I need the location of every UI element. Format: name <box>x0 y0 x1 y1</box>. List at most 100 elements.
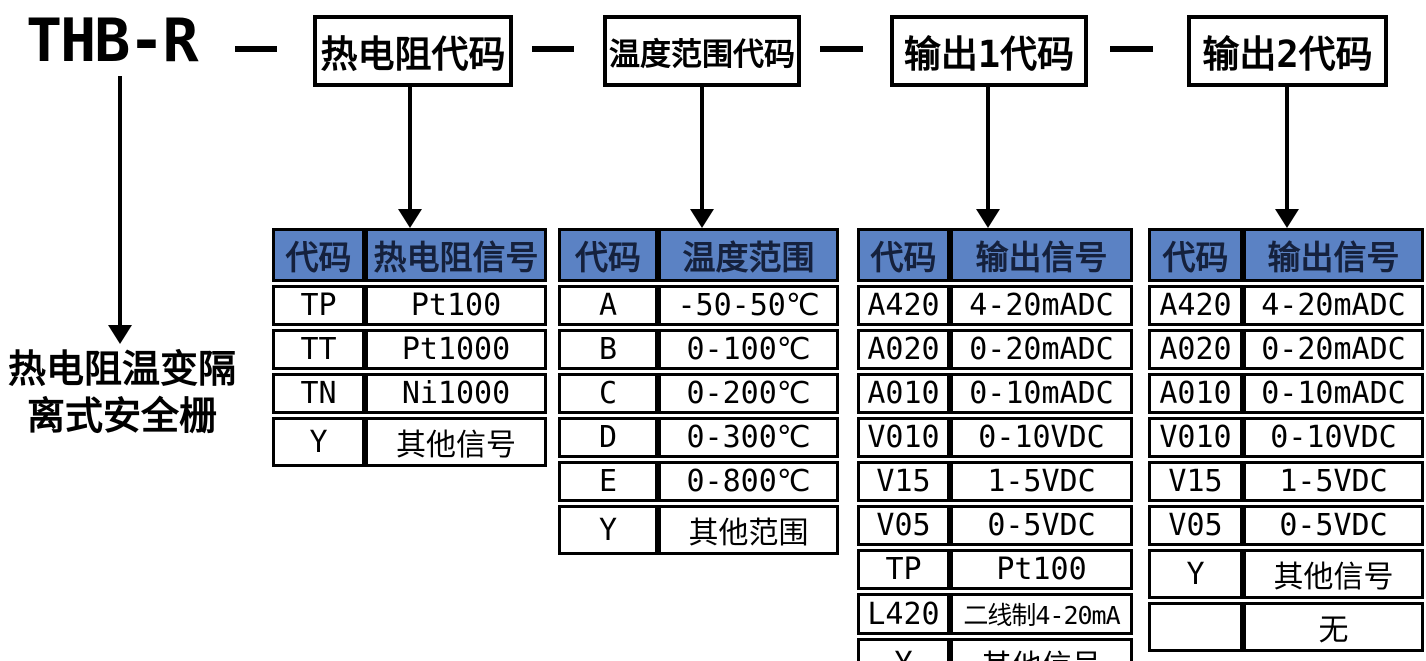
top-box-rtd-code: 热电阻代码 <box>313 15 513 87</box>
value-cell: 其他信号 <box>365 417 547 467</box>
table-header-row: 代码 热电阻信号 <box>272 228 547 282</box>
value-cell: Pt1000 <box>365 329 547 370</box>
arrow-down-output1 <box>976 86 1000 228</box>
table-header-row: 代码 输出信号 <box>857 228 1133 282</box>
arrow-head-icon <box>398 209 422 228</box>
table-header-row: 代码 温度范围 <box>558 228 839 282</box>
code-cell: A420 <box>857 285 950 326</box>
code-cell: TN <box>272 373 365 414</box>
value-cell: 无 <box>1243 602 1424 652</box>
code-cell: L420 <box>857 593 950 635</box>
value-cell: 0-5VDC <box>1243 505 1424 546</box>
code-cell: Y <box>558 505 658 555</box>
code-cell: Y <box>857 638 950 661</box>
value-cell: 4-20mADC <box>1243 285 1424 326</box>
separator-dash <box>235 46 277 52</box>
value-cell: 0-5VDC <box>950 505 1133 546</box>
value-cell: 二线制4-20mA <box>950 593 1133 635</box>
value-cell: 其他信号 <box>950 638 1133 661</box>
arrow-down-temp <box>690 86 714 228</box>
separator-dash <box>532 46 574 52</box>
code-cell: V010 <box>1148 417 1243 458</box>
column-header-signal: 输出信号 <box>1243 228 1424 282</box>
value-cell: 1-5VDC <box>950 461 1133 502</box>
value-cell: 0-800℃ <box>658 461 839 502</box>
code-cell: A420 <box>1148 285 1243 326</box>
column-header-range: 温度范围 <box>658 228 839 282</box>
value-cell: 0-200℃ <box>658 373 839 414</box>
top-box-label: 热电阻代码 <box>320 33 506 76</box>
code-cell: TP <box>857 549 950 590</box>
code-cell: V15 <box>857 461 950 502</box>
code-cell: A010 <box>857 373 950 414</box>
value-cell: 4-20mADC <box>950 285 1133 326</box>
arrow-head-icon <box>108 325 132 344</box>
model-description: 热电阻温变隔 离式安全栅 <box>0 346 244 440</box>
arrow-shaft <box>118 76 122 325</box>
arrow-head-icon <box>976 209 1000 228</box>
top-box-label: 输出1代码 <box>903 33 1075 76</box>
separator-dash <box>820 46 863 52</box>
table-row: 无 <box>1148 602 1424 652</box>
arrow-shaft <box>408 86 412 209</box>
value-cell: 1-5VDC <box>1243 461 1424 502</box>
value-cell: 0-20mADC <box>950 329 1133 370</box>
value-cell: 0-10mADC <box>1243 373 1424 414</box>
code-cell: Y <box>272 417 365 467</box>
column-header-code: 代码 <box>272 228 365 282</box>
code-cell: TP <box>272 285 365 326</box>
value-cell: -50-50℃ <box>658 285 839 326</box>
code-cell: C <box>558 373 658 414</box>
value-cell: 其他范围 <box>658 505 839 555</box>
arrow-down-model <box>108 76 132 344</box>
arrow-head-icon <box>690 209 714 228</box>
column-header-signal: 输出信号 <box>950 228 1133 282</box>
arrow-shaft <box>1285 86 1289 209</box>
model-description-line: 热电阻温变隔 <box>7 347 236 391</box>
value-cell: 0-10mADC <box>950 373 1133 414</box>
top-box-output2-code: 输出2代码 <box>1187 15 1388 87</box>
value-cell: Pt100 <box>950 549 1133 590</box>
column-header-code: 代码 <box>1148 228 1243 282</box>
value-cell: 0-100℃ <box>658 329 839 370</box>
code-cell: B <box>558 329 658 370</box>
code-cell: TT <box>272 329 365 370</box>
value-cell: Ni1000 <box>365 373 547 414</box>
code-cell: E <box>558 461 658 502</box>
separator-dash <box>1110 46 1153 52</box>
value-cell: Pt100 <box>365 285 547 326</box>
column-header-code: 代码 <box>857 228 950 282</box>
code-cell: A020 <box>1148 329 1243 370</box>
top-box-output1-code: 输出1代码 <box>890 15 1088 87</box>
code-cell: V05 <box>857 505 950 546</box>
code-cell: A <box>558 285 658 326</box>
value-cell: 0-10VDC <box>950 417 1133 458</box>
code-cell: D <box>558 417 658 458</box>
code-cell <box>1148 602 1243 652</box>
arrow-shaft <box>986 86 990 209</box>
value-cell: 0-20mADC <box>1243 329 1424 370</box>
arrow-shaft <box>700 86 704 209</box>
top-box-temp-range-code: 温度范围代码 <box>603 15 801 87</box>
